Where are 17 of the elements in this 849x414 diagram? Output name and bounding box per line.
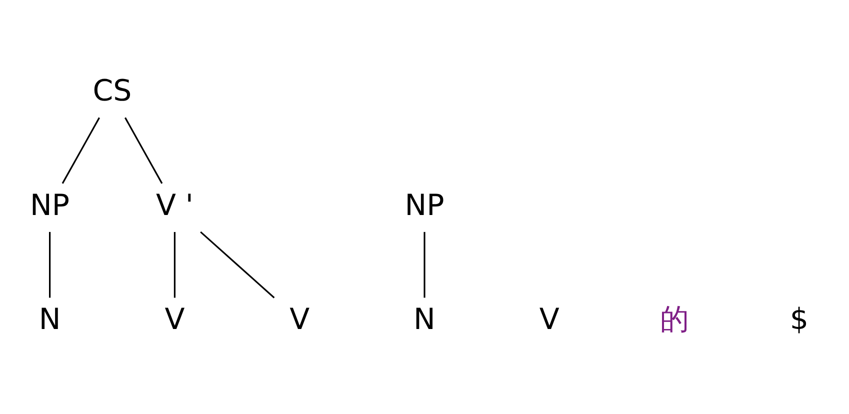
connector (424, 231, 426, 298)
node-text: N (414, 302, 436, 336)
node-text: V ' (156, 187, 194, 222)
connector (49, 231, 51, 298)
node-text: V (539, 302, 560, 336)
node-text: 的 (660, 302, 689, 336)
node-text: $ (790, 302, 808, 336)
connector (124, 116, 163, 184)
node-text: NP (404, 187, 444, 222)
node-text: NP (30, 187, 70, 222)
connector (200, 230, 275, 298)
connector (62, 116, 100, 184)
node-text: N (38, 302, 61, 336)
connector (174, 231, 176, 298)
node-text: V (164, 302, 185, 336)
node-text: V (290, 302, 310, 336)
node-text: CS (92, 73, 132, 108)
